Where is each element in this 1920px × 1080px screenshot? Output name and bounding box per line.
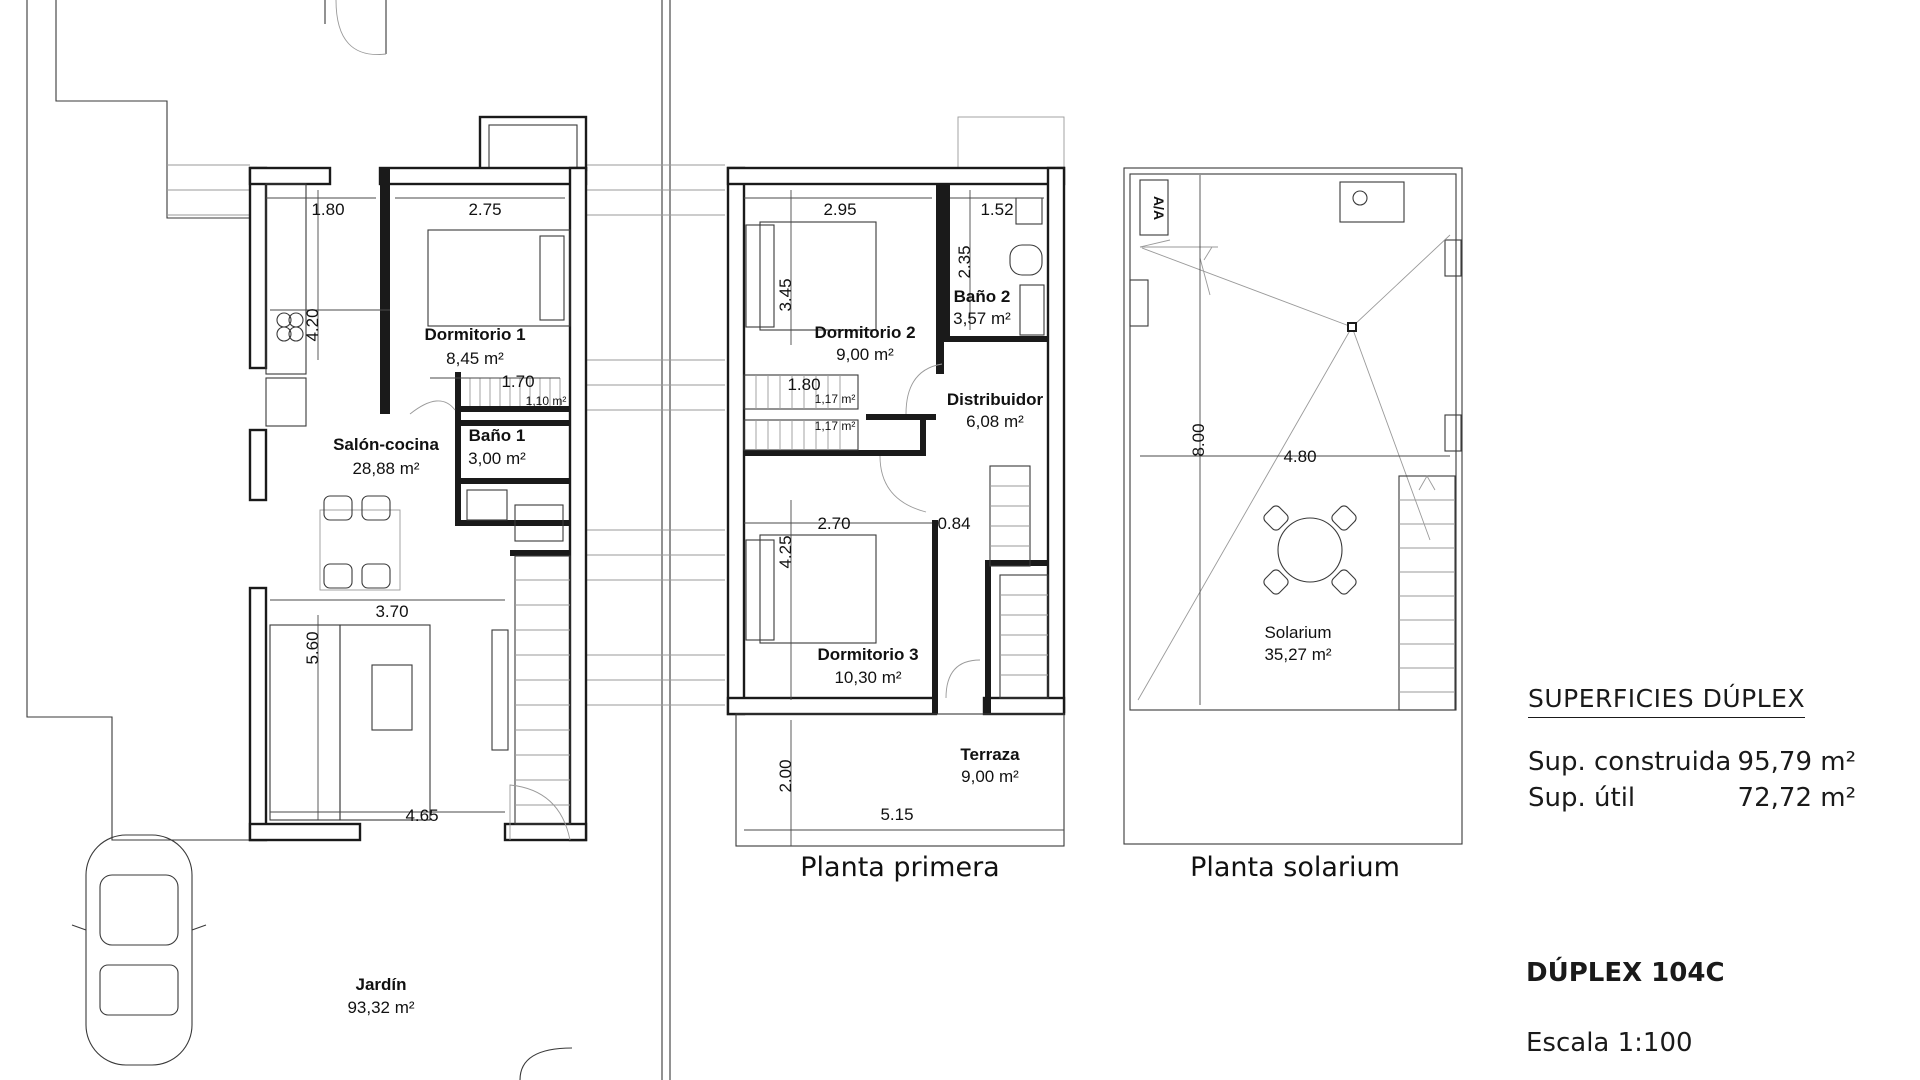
bano2-name: Baño 2 bbox=[954, 287, 1011, 306]
dormitorio2-name: Dormitorio 2 bbox=[814, 323, 915, 342]
dormitorio3-name: Dormitorio 3 bbox=[817, 645, 918, 664]
first-dim-2: 1.52 bbox=[980, 200, 1013, 219]
first-dim-5: 1.80 bbox=[787, 375, 820, 394]
first-dim-8: 4.25 bbox=[776, 535, 795, 568]
solarium-area: 35,27 m² bbox=[1264, 645, 1331, 664]
dormitorio1-area: 8,45 m² bbox=[446, 349, 504, 368]
summary-value: 72,72 m² bbox=[1737, 783, 1856, 813]
distribuidor-area: 6,08 m² bbox=[966, 412, 1024, 431]
ground-dim-7: 4.65 bbox=[405, 806, 438, 825]
solarium-name: Solarium bbox=[1264, 623, 1331, 642]
terraza-name: Terraza bbox=[960, 745, 1020, 764]
closet2-area: 1,17 m² bbox=[815, 392, 856, 406]
summary-value: 95,79 m² bbox=[1737, 747, 1856, 777]
salon-area: 28,88 m² bbox=[352, 459, 419, 478]
summary-row-util: Sup. útil 72,72 m² bbox=[1528, 780, 1856, 816]
closet3-area: 1,17 m² bbox=[815, 419, 856, 433]
ground-dim-6: 5.60 bbox=[303, 631, 322, 664]
first-dim-1: 2.95 bbox=[823, 200, 856, 219]
aa-label: A/A bbox=[1151, 196, 1167, 220]
terraza-area: 9,00 m² bbox=[961, 767, 1019, 786]
ground-dim-3: 4.20 bbox=[303, 308, 322, 341]
first-dim-4: 3.45 bbox=[776, 278, 795, 311]
salon-name: Salón-cocina bbox=[333, 435, 439, 454]
summary-row-construida: Sup. construida 95,79 m² bbox=[1528, 744, 1856, 780]
bano2-area: 3,57 m² bbox=[953, 309, 1011, 328]
jardin-area: 93,32 m² bbox=[347, 998, 414, 1017]
solarium-title: Planta solarium bbox=[1190, 852, 1400, 883]
closet1-area: 1,10 m² bbox=[526, 394, 567, 408]
ground-floor-plan bbox=[26, 0, 725, 1080]
first-dim-3: 2.35 bbox=[955, 245, 974, 278]
bano1-name: Baño 1 bbox=[469, 426, 526, 445]
first-dim-7: 0.84 bbox=[937, 514, 970, 533]
first-dim-9: 2.00 bbox=[776, 759, 795, 792]
solarium-dim-1: 8.00 bbox=[1189, 423, 1208, 456]
ground-dim-4: 1.70 bbox=[501, 372, 534, 391]
scale-label: Escala 1:100 bbox=[1526, 1028, 1693, 1058]
dormitorio2-area: 9,00 m² bbox=[836, 345, 894, 364]
solarium-plan bbox=[1123, 167, 1463, 845]
solarium-dim-2: 4.80 bbox=[1283, 447, 1316, 466]
ground-dim-2: 2.75 bbox=[468, 200, 501, 219]
surfaces-summary: SUPERFICIES DÚPLEX Sup. construida 95,79… bbox=[1528, 684, 1908, 816]
bano1-area: 3,00 m² bbox=[468, 449, 526, 468]
distribuidor-name: Distribuidor bbox=[947, 390, 1044, 409]
summary-rows: Sup. construida 95,79 m² Sup. útil 72,72… bbox=[1528, 744, 1908, 816]
first-dim-6: 2.70 bbox=[817, 514, 850, 533]
car-illustration bbox=[71, 834, 207, 1066]
first-floor-plan bbox=[726, 116, 1066, 847]
dormitorio1-name: Dormitorio 1 bbox=[424, 325, 525, 344]
summary-label: Sup. construida bbox=[1528, 747, 1732, 777]
ground-dim-5: 3.70 bbox=[375, 602, 408, 621]
first-floor-title: Planta primera bbox=[800, 852, 999, 883]
model-code: DÚPLEX 104C bbox=[1526, 958, 1725, 988]
summary-heading: SUPERFICIES DÚPLEX bbox=[1528, 684, 1806, 718]
ground-dim-1: 1.80 bbox=[311, 200, 344, 219]
summary-label: Sup. útil bbox=[1528, 783, 1636, 813]
first-dim-10: 5.15 bbox=[880, 805, 913, 824]
dormitorio3-area: 10,30 m² bbox=[834, 668, 901, 687]
jardin-name: Jardín bbox=[355, 975, 406, 994]
